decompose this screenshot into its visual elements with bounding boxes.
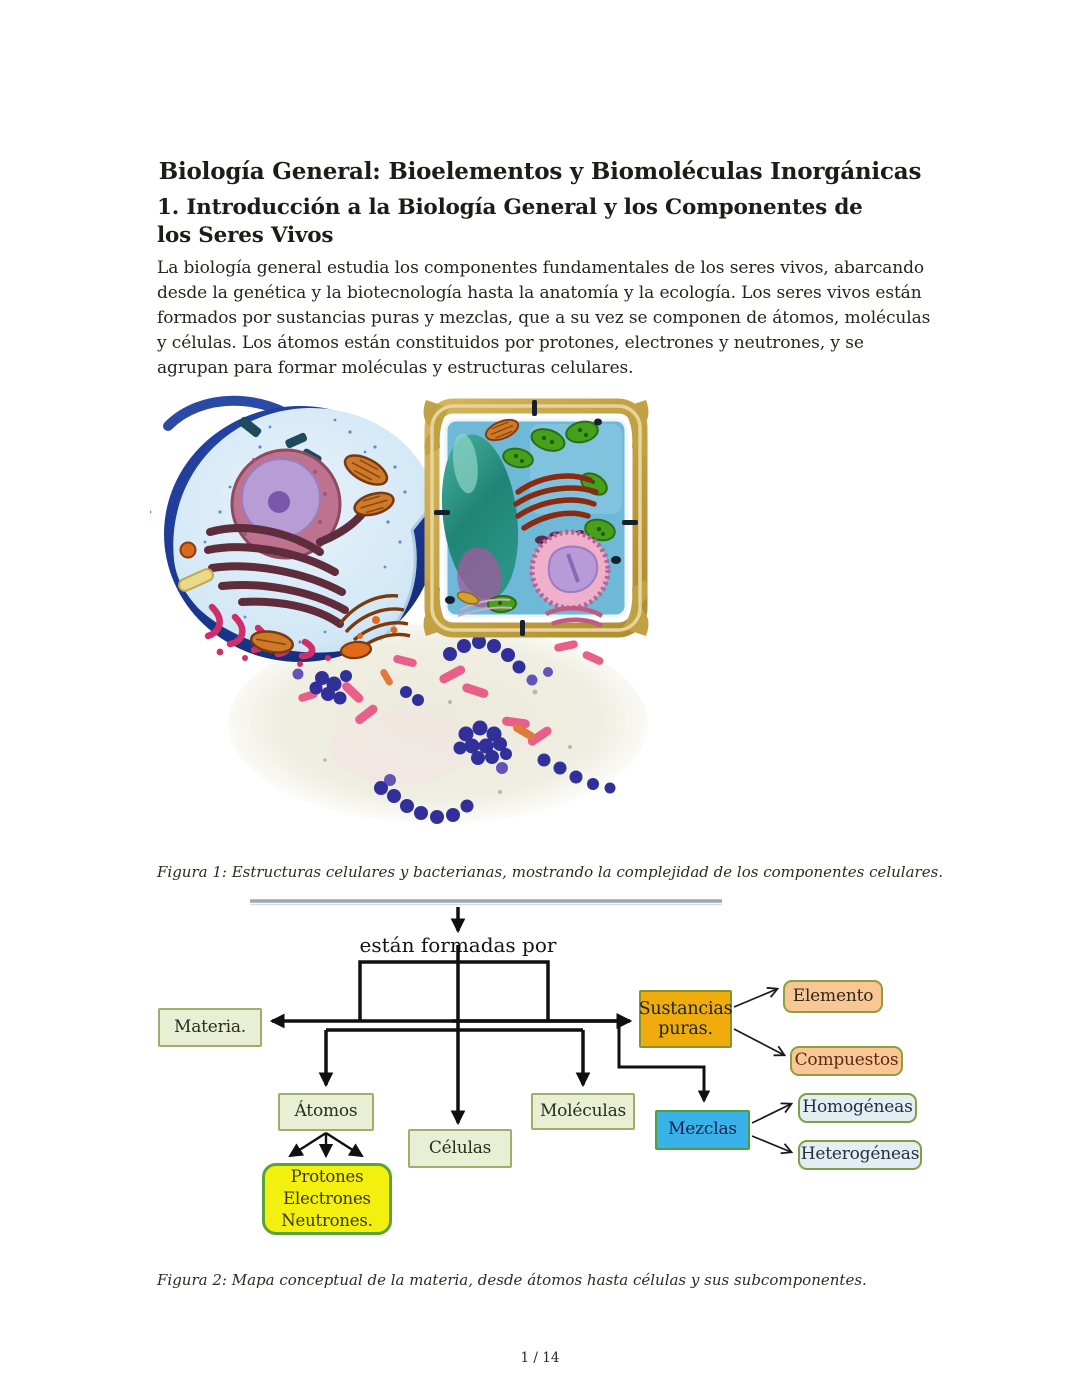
page-title: Biología General: Bioelementos y Biomolé…: [158, 158, 922, 185]
node-elemento: Elemento: [783, 980, 883, 1013]
node-homogeneas: Homogéneas: [798, 1093, 917, 1123]
figure1-caption: Figura 1: Estructuras celulares y bacter…: [157, 863, 944, 881]
node-moleculas: Moléculas: [531, 1093, 635, 1130]
plant-cell-illustration: [423, 398, 649, 638]
section-heading: 1. Introducción a la Biología General y …: [157, 195, 863, 248]
concept-map: están formadas por Materia. Sustancias p…: [150, 893, 940, 1250]
mitochondria: [249, 454, 395, 660]
vacuole: [441, 433, 519, 608]
endoplasmic-reticulum: [204, 493, 376, 628]
node-materia: Materia.: [158, 1008, 262, 1047]
node-celulas: Células: [408, 1129, 512, 1168]
animal-cell-illustration: [148, 395, 438, 667]
node-mezclas: Mezclas: [655, 1110, 750, 1150]
node-compuestos: Compuestos: [790, 1046, 903, 1076]
figure1-image: [148, 392, 650, 860]
plant-er: [513, 473, 599, 531]
bacteria-micrograph: [228, 624, 648, 824]
node-particulas: Protones Electrones Neutrones.: [262, 1163, 392, 1235]
concept-map-connectors: [250, 899, 940, 1159]
nucleus: [230, 448, 342, 560]
page-number: 1 / 14: [520, 1350, 560, 1366]
node-atomos: Átomos: [278, 1093, 374, 1131]
connector-label: están formadas por: [359, 933, 557, 957]
figure2-caption: Figura 2: Mapa conceptual de la materia,…: [157, 1271, 867, 1289]
node-sustancias-puras: Sustancias puras.: [639, 990, 733, 1048]
node-heterogeneas: Heterogéneas: [798, 1140, 922, 1170]
plant-nucleus: [529, 529, 611, 611]
body-paragraph: La biología general estudia los componen…: [157, 258, 931, 378]
cells-illustration: [148, 395, 649, 824]
